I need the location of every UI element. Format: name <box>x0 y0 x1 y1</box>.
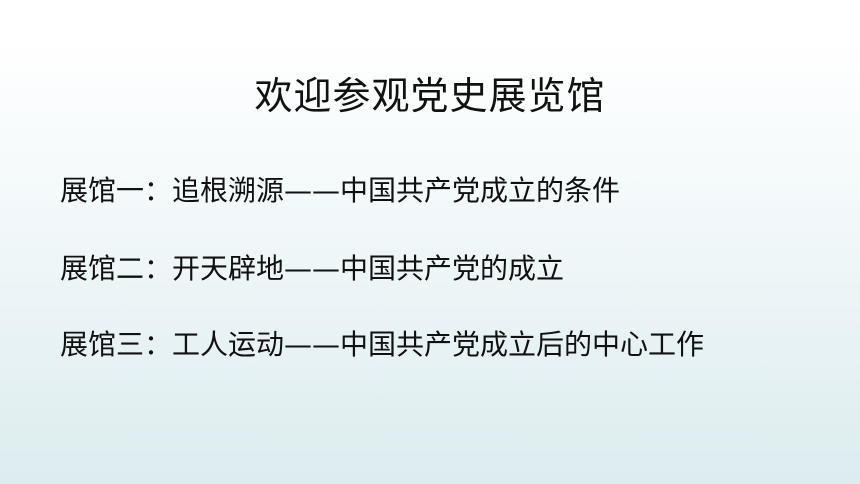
hall-item-1: 展馆一：追根溯源——中国共产党成立的条件 <box>60 174 621 207</box>
hall-item-3: 展馆三：工人运动——中国共产党成立后的中心工作 <box>60 328 705 361</box>
slide-title: 欢迎参观党史展览馆 <box>254 74 606 118</box>
hall-item-2: 展馆二：开天辟地——中国共产党的成立 <box>60 252 565 285</box>
